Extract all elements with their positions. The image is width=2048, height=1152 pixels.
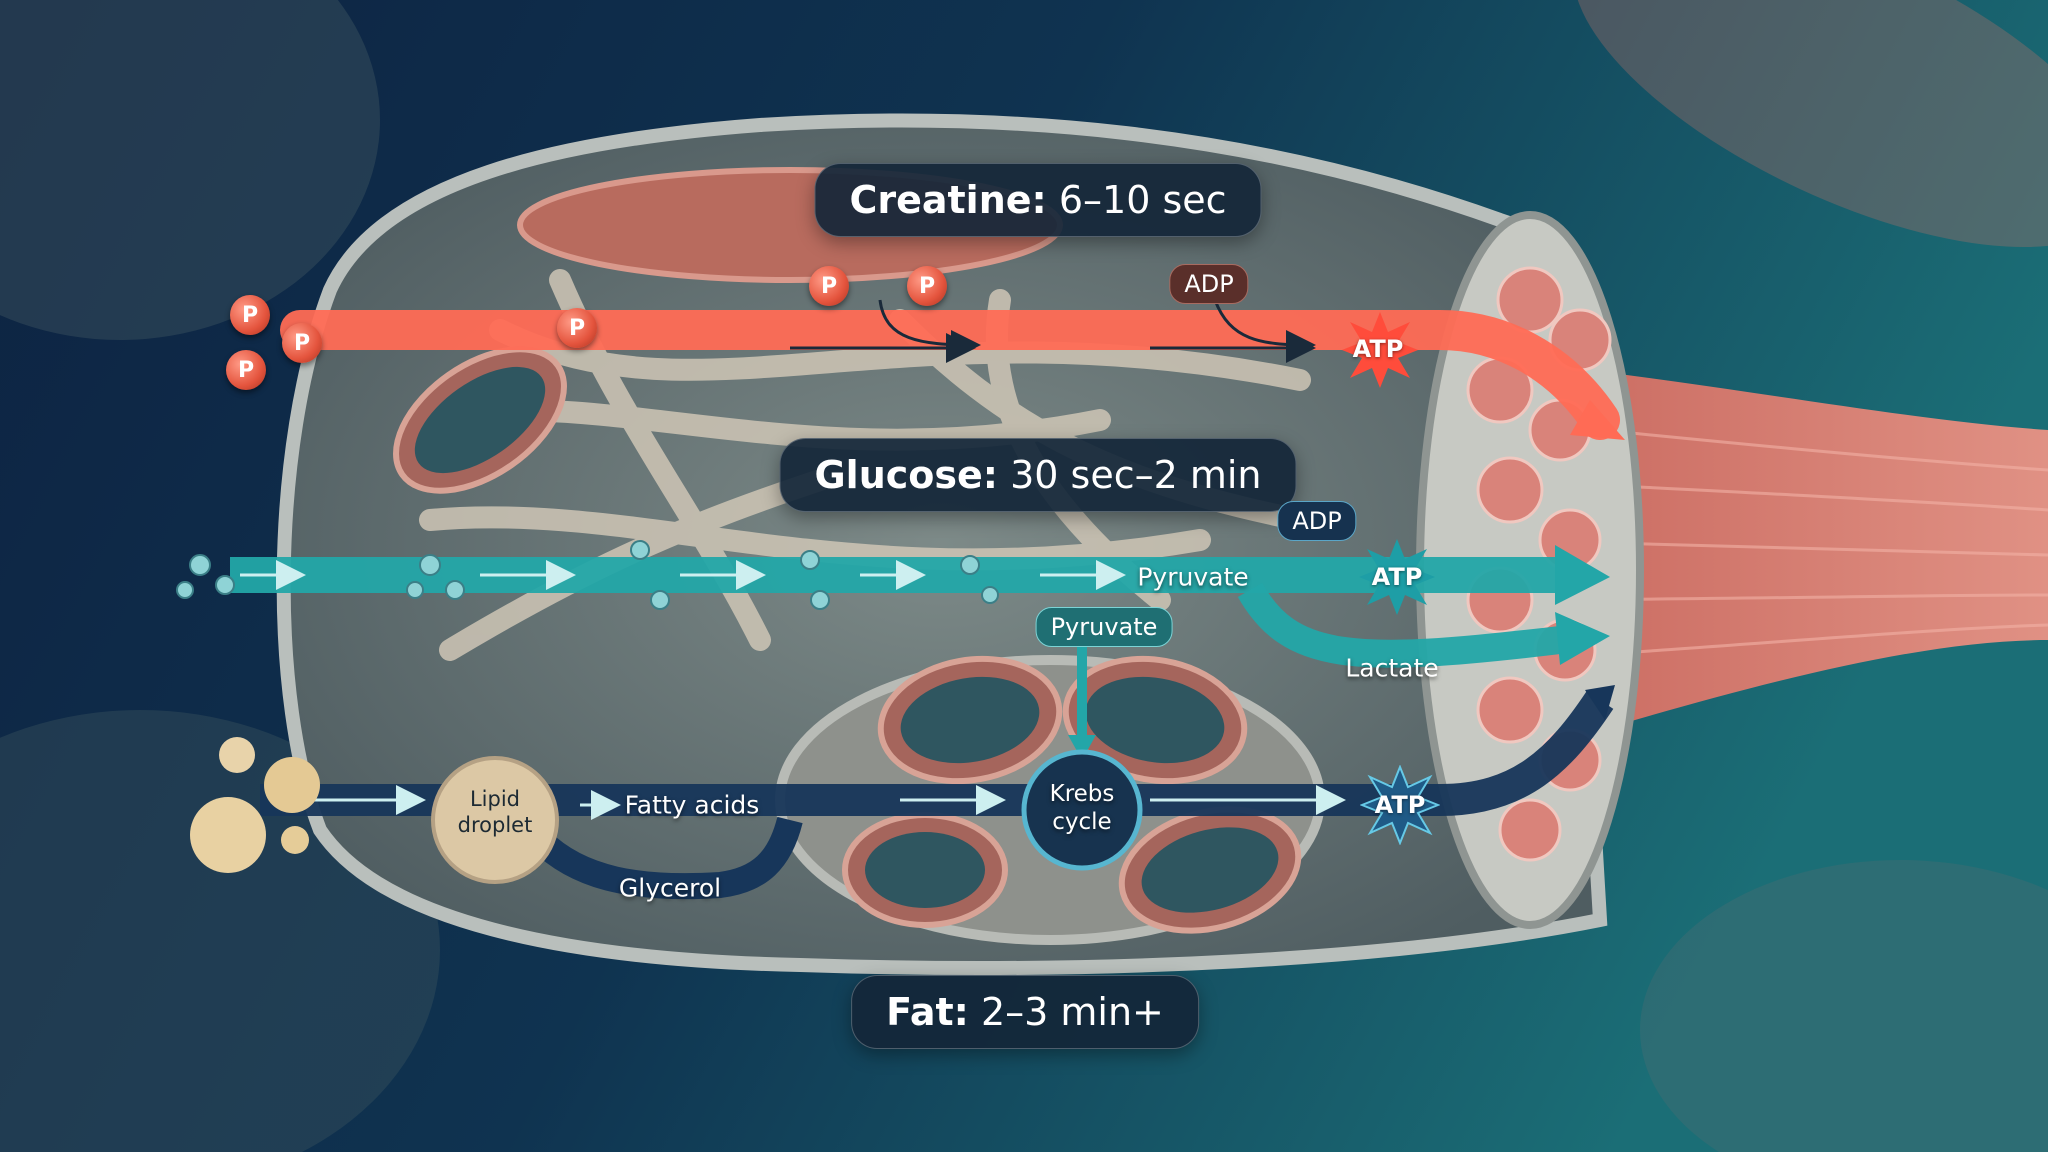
glucose-duration: 30 sec–2 min	[1010, 453, 1262, 497]
pyruvate-branch-tag: Pyruvate	[1035, 607, 1173, 647]
atp-label-bottom: ATP	[1374, 791, 1426, 819]
krebs-cycle-label: Krebs cycle	[1050, 780, 1115, 836]
atp-burst-mid	[1359, 539, 1435, 615]
glucose-label: Glucose: 30 sec–2 min	[779, 438, 1297, 512]
phosphate-marker: P	[282, 323, 322, 363]
lipid-droplet-line2: droplet	[457, 813, 533, 837]
phosphate-marker: P	[230, 295, 270, 335]
adp-tag-mid: ADP	[1277, 501, 1357, 541]
fat-label: Fat: 2–3 min+	[851, 975, 1199, 1049]
atp-label-mid: ATP	[1371, 563, 1423, 591]
lipid-droplet-label: Lipid droplet	[458, 786, 533, 838]
krebs-line1: Krebs	[1049, 781, 1115, 807]
lactate-label: Lactate	[1345, 653, 1439, 683]
atp-label-top: ATP	[1352, 335, 1404, 363]
phosphate-marker: P	[809, 266, 849, 306]
krebs-line2: cycle	[1052, 809, 1112, 835]
atp-burst-bottom	[1360, 765, 1440, 845]
phosphate-marker: P	[557, 308, 597, 348]
glucose-name: Glucose:	[814, 453, 998, 497]
fat-name: Fat:	[886, 990, 969, 1034]
creatine-label: Creatine: 6–10 sec	[814, 163, 1262, 237]
glycerol-label: Glycerol	[618, 873, 722, 903]
fatty-acids-label: Fatty acids	[624, 790, 760, 820]
adp-tag-top: ADP	[1169, 264, 1249, 304]
lipid-droplet-line1: Lipid	[469, 787, 521, 811]
phosphate-marker: P	[226, 350, 266, 390]
pyruvate-main-label: Pyruvate	[1137, 562, 1249, 592]
fat-duration: 2–3 min+	[980, 990, 1164, 1034]
creatine-duration: 6–10 sec	[1058, 178, 1227, 222]
creatine-name: Creatine:	[849, 178, 1047, 222]
phosphate-marker: P	[907, 266, 947, 306]
atp-burst-top	[1342, 312, 1418, 388]
